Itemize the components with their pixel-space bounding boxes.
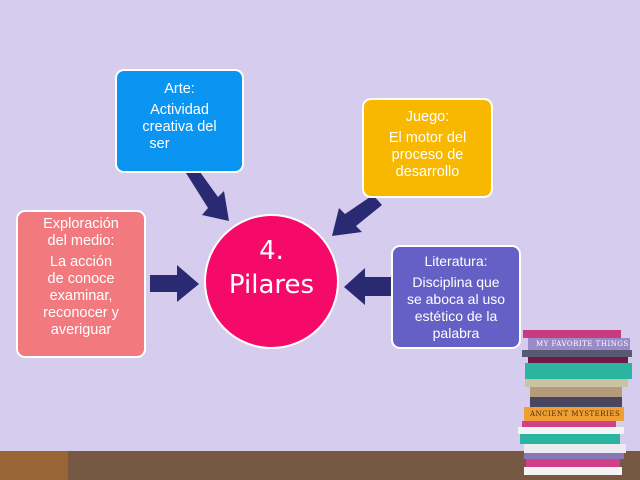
book (520, 434, 620, 444)
node-juego-text: El motor del (388, 130, 467, 146)
node-arte-title: Arte: (164, 81, 195, 97)
node-literatura-text: estético de la (414, 308, 498, 324)
node-juego-text: proceso de (391, 147, 464, 163)
node-literatura-title: Literatura: (424, 253, 488, 269)
node-exploracion: Exploración del medio: La acción de cono… (16, 210, 146, 358)
center-node: 4. Pilares (204, 214, 339, 349)
book (523, 330, 621, 338)
center-number: 4. (259, 236, 284, 266)
node-exploracion-text: reconocer y (43, 305, 119, 321)
arrow-juego-icon (332, 195, 382, 236)
book-label-top: MY FAVORITE THINGS (536, 340, 629, 348)
book (522, 350, 632, 357)
book (526, 459, 620, 467)
book (530, 387, 622, 397)
book (530, 397, 622, 407)
book (524, 467, 622, 475)
book: ANCIENT MYSTERIES (524, 407, 624, 421)
book (522, 421, 616, 427)
floor-accent (0, 451, 68, 480)
book (528, 357, 628, 363)
node-literatura-text: palabra (432, 325, 480, 341)
node-arte: Arte: Actividad creativa del ser (115, 69, 244, 173)
arrow-exploracion-icon (150, 265, 199, 302)
book-label-middle: ANCIENT MYSTERIES (530, 410, 621, 418)
node-exploracion-title: Exploración (43, 216, 119, 232)
node-juego: Juego: El motor del proceso de desarroll… (362, 98, 493, 198)
arrow-arte-icon (186, 172, 229, 221)
node-arte-text: creativa del (142, 119, 217, 135)
node-exploracion-title: del medio: (47, 233, 115, 249)
arrow-literatura-icon (344, 268, 391, 305)
book (525, 379, 628, 387)
node-juego-text: desarrollo (395, 164, 460, 180)
book: MY FAVORITE THINGS (528, 338, 630, 350)
node-exploracion-text: examinar, (49, 288, 113, 304)
node-exploracion-text: La acción (49, 254, 113, 270)
node-exploracion-text: averiguar (50, 322, 112, 338)
book (524, 444, 626, 453)
node-juego-title: Juego: (405, 109, 450, 125)
node-arte-text: ser (149, 136, 170, 152)
node-arte-text: Actividad (150, 102, 209, 118)
node-exploracion-text: de conoce (47, 271, 115, 287)
center-title: Pilares (228, 270, 315, 300)
book (525, 363, 632, 379)
node-literatura-text: Disciplina que (412, 274, 500, 290)
node-literatura-text: se aboca al uso (406, 291, 506, 307)
book (518, 427, 624, 434)
book (524, 453, 624, 459)
node-literatura: Literatura: Disciplina que se aboca al u… (391, 245, 521, 349)
